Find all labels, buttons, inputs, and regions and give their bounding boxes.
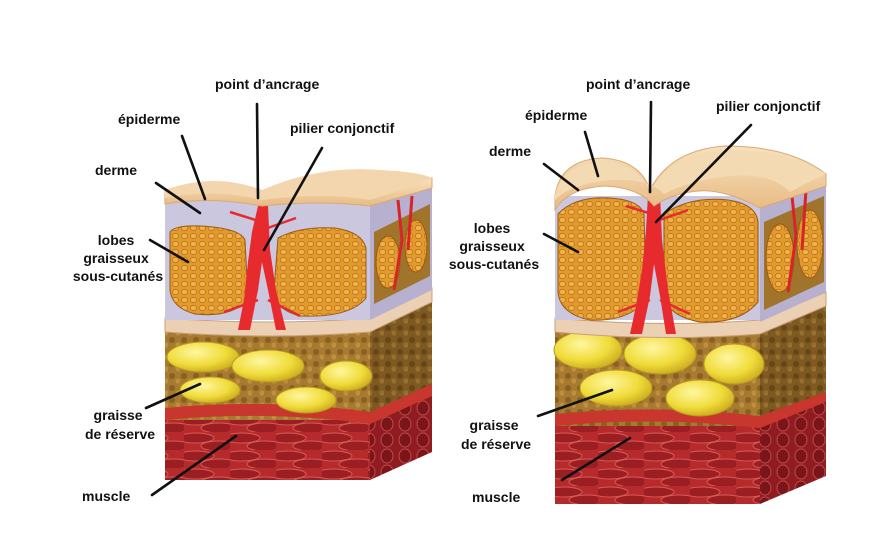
leader-lobes <box>148 238 190 264</box>
leader-pilier <box>262 146 324 252</box>
reserve-fat-side <box>760 302 826 426</box>
skin-block-left <box>164 169 433 480</box>
label-lobes: lobes graisseux sous-cutanés <box>73 232 163 284</box>
fat-lobes-area <box>557 197 647 321</box>
leader-derme <box>542 162 580 192</box>
leader-point-ancrage <box>255 102 260 200</box>
leader-muscle <box>150 434 238 497</box>
leader-epiderme <box>180 134 207 201</box>
leader-graisse <box>536 388 614 418</box>
reserve-fat-side <box>370 300 432 420</box>
label-pilier: pilier conjonctif <box>290 120 395 136</box>
label-epiderme: épiderme <box>525 107 587 123</box>
leader-epiderme <box>583 130 600 178</box>
leader-lobes <box>542 232 580 254</box>
fascia-band <box>554 291 827 339</box>
labels-right: point d’ancrage épiderme pilier conjonct… <box>449 76 821 505</box>
label-pilier: pilier conjonctif <box>716 98 821 114</box>
leader-pilier <box>654 123 753 224</box>
label-point-ancrage: point d’ancrage <box>215 76 319 92</box>
fat-lobes-area <box>169 225 249 316</box>
leader-graisse <box>144 382 202 410</box>
leader-point-ancrage <box>648 100 653 194</box>
label-graisse: graisse de réserve <box>461 417 531 452</box>
muscle-side <box>760 398 826 504</box>
label-point-ancrage: point d’ancrage <box>586 76 690 92</box>
label-lobes: lobes graisseux sous-cutanés <box>449 220 539 272</box>
label-muscle: muscle <box>82 488 130 504</box>
label-muscle: muscle <box>472 489 520 505</box>
leader-derme <box>154 181 202 215</box>
fascia-band <box>164 287 433 337</box>
label-graisse: graisse de réserve <box>85 407 155 442</box>
label-epiderme: épiderme <box>118 111 180 127</box>
connective-pillar <box>630 194 676 334</box>
connective-pillar <box>238 206 286 330</box>
labels-left: point d’ancrage épiderme pilier conjonct… <box>73 76 395 504</box>
label-derme: derme <box>489 143 531 159</box>
leader-muscle <box>560 436 632 482</box>
skin-block-right <box>553 145 827 504</box>
label-derme: derme <box>95 162 137 178</box>
muscle-layer <box>165 418 370 480</box>
